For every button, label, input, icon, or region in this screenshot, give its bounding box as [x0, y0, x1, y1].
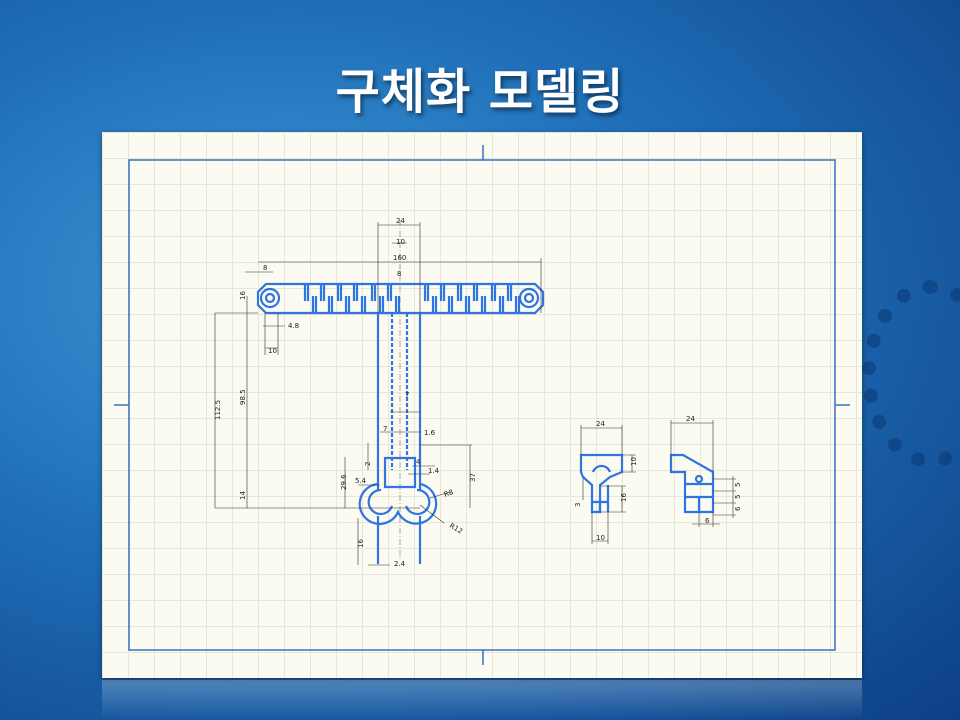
dimension-label: 4.8: [288, 322, 299, 330]
dimension-label: 2: [364, 462, 372, 466]
dimension-label: 8: [397, 270, 401, 278]
dimension-label: 7: [405, 391, 409, 399]
dimension-label: 10: [268, 347, 277, 355]
dimension-label: 5.4: [355, 477, 367, 485]
dimension-label: 6: [734, 506, 742, 511]
dimension-label: 29.6: [340, 474, 348, 490]
comb-slots: [303, 284, 521, 313]
dimension-label: 8: [263, 264, 267, 272]
dimension-label: 24: [396, 217, 405, 225]
dimension-label: 5: [734, 495, 742, 499]
main-part-dimensions: 24 10 160 8 8 16 4.8 10 112.5 98.5 14 7 …: [214, 217, 542, 568]
dimension-label: 10: [596, 534, 605, 542]
main-part: [256, 220, 545, 564]
sheet-border: [114, 145, 850, 665]
dimension-label: 5: [734, 483, 742, 487]
dimension-label: 24: [686, 415, 695, 423]
dimension-label: 98.5: [239, 389, 247, 405]
dimension-label: 4: [416, 458, 421, 466]
dimension-label: 16: [620, 493, 628, 502]
dimension-label: 6: [705, 517, 710, 525]
dimension-label: 160: [393, 254, 406, 262]
dimension-label: 1.4: [428, 467, 440, 475]
dimension-label: 16: [357, 539, 365, 548]
dimension-label: 3: [574, 503, 582, 507]
dimension-label: 10: [630, 457, 638, 466]
dimension-label: 112.5: [214, 400, 222, 420]
side-view-part: 24 5 5 6 6: [669, 415, 742, 527]
dimension-label: 14: [239, 491, 247, 500]
dimension-label: R8: [443, 488, 455, 499]
dimension-label: 7: [383, 425, 387, 433]
dimension-label: R12: [448, 522, 464, 536]
dimension-label: 2.4: [394, 560, 406, 568]
sheet-reflection: [102, 680, 862, 720]
dimension-label: 10: [396, 238, 405, 246]
dimension-label: 24: [596, 420, 605, 428]
slide-title: 구체화 모델링: [335, 64, 625, 120]
drawing-sheet: [102, 132, 862, 678]
dimension-label: 1.6: [424, 429, 436, 437]
front-view-part: 24 10 3 16 10: [574, 420, 638, 544]
dimension-label: 16: [239, 291, 247, 300]
dimension-label: 37: [469, 473, 477, 482]
